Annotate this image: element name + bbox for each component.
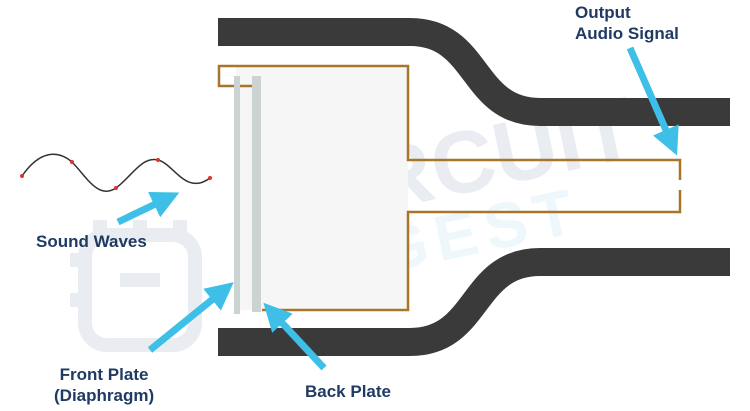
back-plate — [252, 76, 261, 312]
label-front-plate-line1: Front Plate — [59, 365, 149, 384]
front-plate — [234, 76, 240, 314]
capsule-body — [236, 66, 408, 310]
arrow-front-plate — [147, 282, 234, 353]
wave-point — [208, 176, 212, 180]
sound-wave — [21, 153, 211, 192]
housing-bottom — [218, 248, 730, 356]
arrow-to-output — [626, 46, 679, 156]
wave-point — [114, 186, 118, 190]
wave-point — [70, 160, 74, 164]
arrow-sound-waves — [116, 192, 180, 226]
wave-point — [156, 158, 160, 162]
wire-top — [217, 64, 682, 180]
label-sound-waves: Sound Waves — [36, 231, 147, 252]
sound-wave-points — [20, 158, 212, 190]
label-back-plate-text: Back Plate — [305, 382, 391, 401]
label-output-line1: Output — [575, 3, 631, 22]
label-front-plate-line2: (Diaphragm) — [54, 386, 155, 405]
label-output-audio-signal: Output Audio Signal — [575, 2, 679, 44]
label-sound-waves-text: Sound Waves — [36, 232, 147, 251]
chip-logo-icon — [70, 220, 202, 352]
housing-top — [218, 18, 730, 126]
arrow-back-plate — [263, 302, 327, 371]
label-back-plate: Back Plate — [305, 381, 391, 402]
label-front-plate: Front Plate (Diaphragm) — [54, 364, 154, 406]
wave-point — [20, 174, 24, 178]
arrow-icon — [116, 46, 679, 371]
label-output-line2: Audio Signal — [575, 24, 679, 43]
wire-bottom — [262, 190, 682, 312]
